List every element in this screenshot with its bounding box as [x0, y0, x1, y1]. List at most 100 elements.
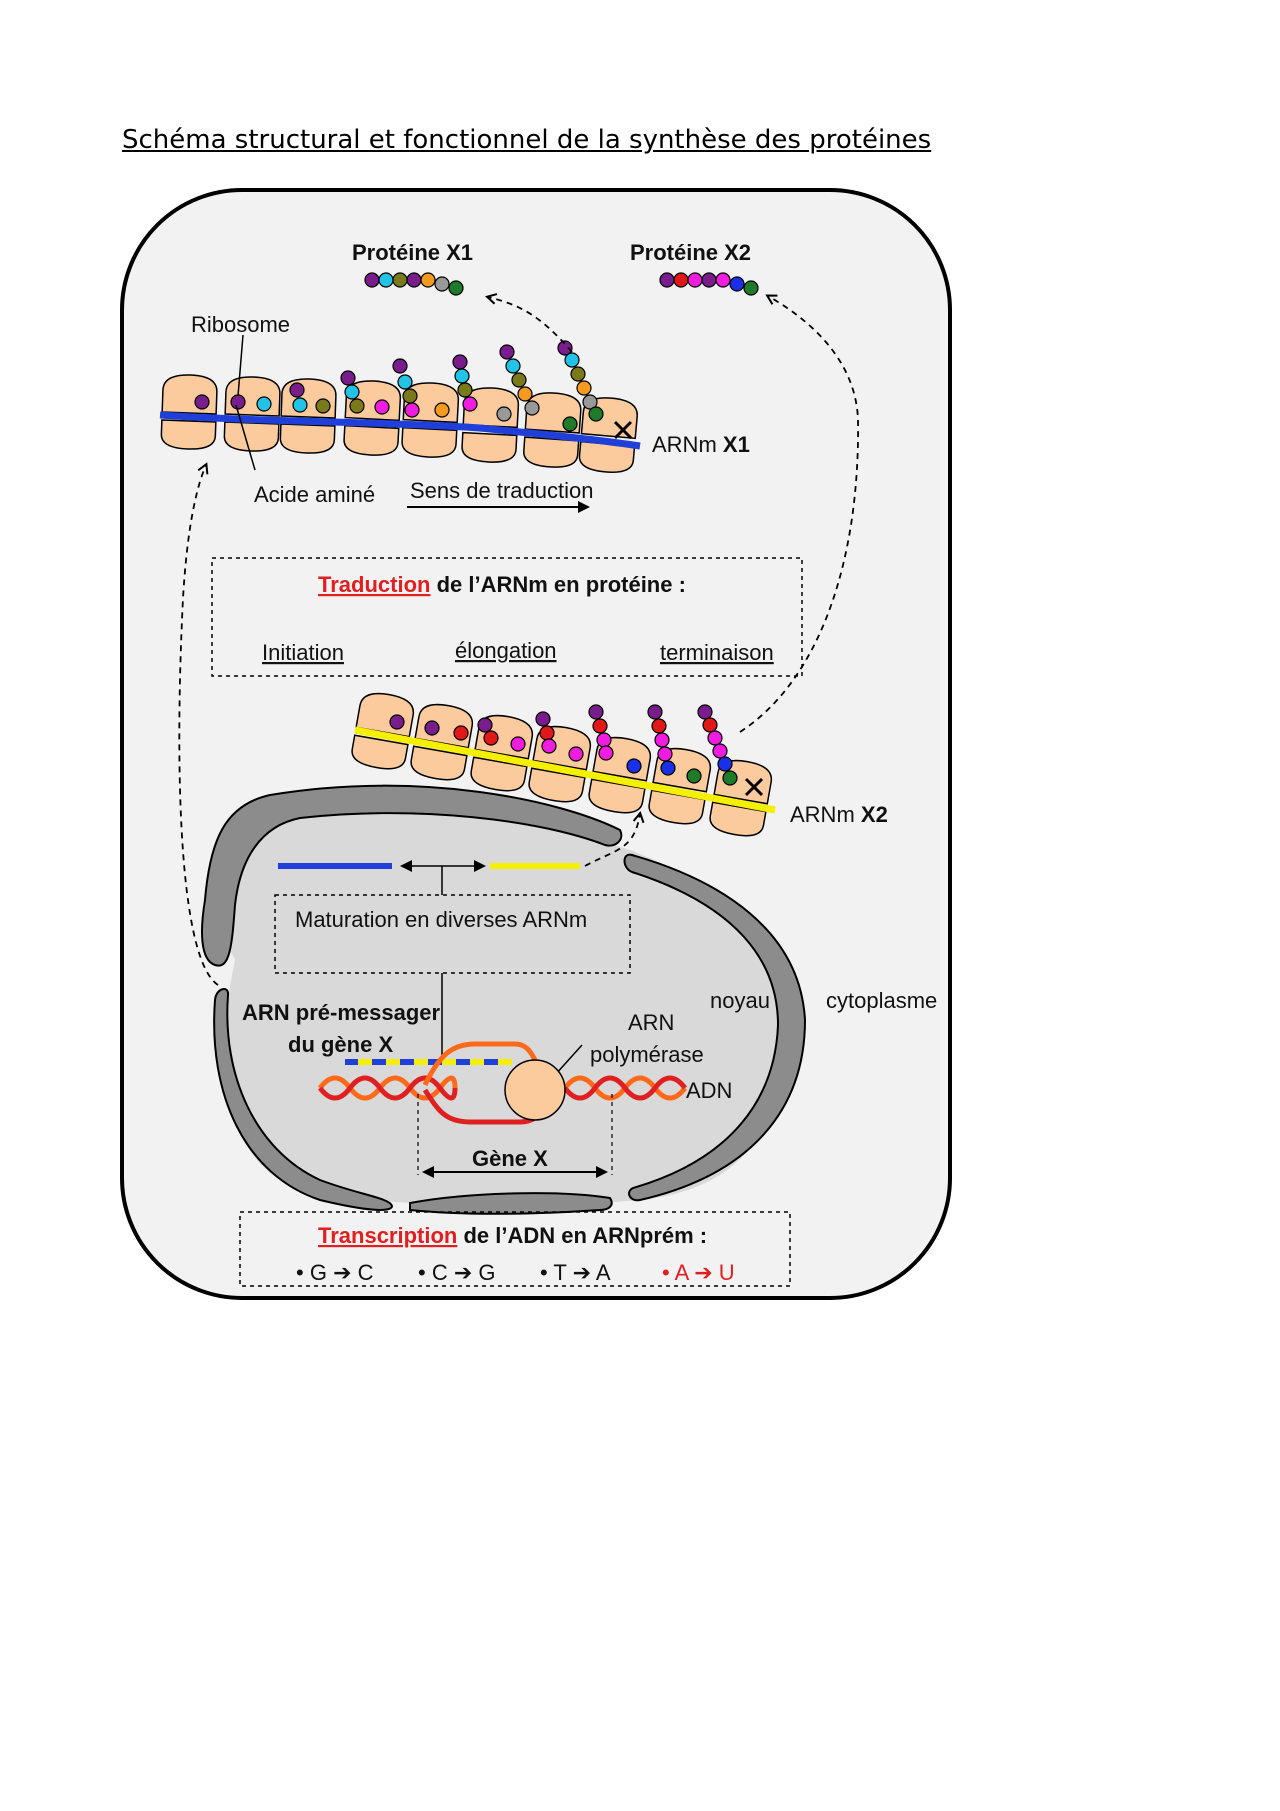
amino-acid: [647, 704, 663, 720]
amino-acid: [701, 272, 717, 288]
stop-codon-x1-icon: [613, 420, 633, 440]
amino-acid: [707, 730, 723, 746]
amino-acid: [654, 732, 670, 748]
mrna-x1-ribosomes: [159, 340, 641, 473]
amino-acid: [230, 394, 246, 410]
amino-acid: [389, 714, 405, 730]
amino-acid: [511, 372, 527, 388]
translation-step-initiation: Initiation: [262, 640, 344, 665]
amino-acid: [510, 736, 526, 752]
polymerase-pointer: [554, 1044, 583, 1076]
amino-acid: [477, 717, 493, 733]
amino-acid: [588, 406, 604, 422]
nucleus-label: noyau: [710, 988, 770, 1013]
maturation-label: Maturation en diverses ARNm: [295, 907, 587, 932]
translation-direction-label: Sens de traduction: [410, 478, 593, 503]
amino-acid: [626, 758, 642, 774]
amino-acid: [483, 730, 499, 746]
amino-acid: [448, 280, 464, 296]
amino-acid: [539, 725, 555, 741]
amino-acid: [462, 396, 478, 412]
amino-acid: [541, 738, 557, 754]
mrna-x1-strand: [159, 411, 641, 450]
nuclear-envelope-left: [213, 988, 394, 1211]
ribosome: [351, 692, 415, 770]
pair-a-u: • A ➔ U: [662, 1260, 735, 1285]
dna-label: ADN: [686, 1078, 732, 1103]
amino-acid: [404, 402, 420, 418]
amino-acid: [659, 272, 675, 288]
gene-label: Gène X: [472, 1146, 548, 1171]
amino-acid: [434, 402, 450, 418]
amino-acid: [588, 704, 604, 720]
amino-acid: [592, 718, 608, 734]
amino-acid: [424, 720, 440, 736]
amino-acid: [454, 368, 470, 384]
amino-acid: [702, 717, 718, 733]
amino-acid: [596, 732, 612, 748]
amino-acid: [557, 340, 573, 356]
amino-acid: [457, 382, 473, 398]
amino-acid: [402, 388, 418, 404]
amino-acid: [453, 725, 469, 741]
amino-acid: [256, 396, 272, 412]
protein-x2-chain: [659, 272, 759, 296]
amino-acid: [687, 272, 703, 288]
amino-acid: [499, 344, 515, 360]
ribosome-pointer: [237, 334, 244, 397]
nuclear-envelope-right: [623, 853, 807, 1202]
amino-acid: [535, 711, 551, 727]
export-arrow-x2: [584, 814, 640, 867]
amino-acid: [582, 394, 598, 410]
ribosome: [588, 736, 652, 814]
protein-x2-label: Protéine X2: [630, 240, 751, 265]
nucleus-interior: [216, 795, 792, 1206]
stop-codon-x2-icon: [744, 777, 764, 797]
polymerase-label-line2: polymérase: [590, 1042, 704, 1067]
translation-step-elongation: élongation: [455, 638, 557, 663]
amino-acid: [712, 743, 728, 759]
amino-acid: [340, 370, 356, 386]
release-arrow-x1: [488, 297, 573, 353]
amino-acid-pointer: [235, 404, 256, 471]
amino-acid: [392, 272, 408, 288]
ribosome: [279, 378, 337, 454]
amino-acid: [406, 272, 422, 288]
pair-g-c: • G ➔ C: [296, 1260, 374, 1285]
amino-acid: [378, 272, 394, 288]
mrna-x2-ribosomes: [351, 692, 776, 837]
nuclear-envelope-bottom: [409, 1192, 613, 1215]
protein-x1-chain: [364, 272, 464, 296]
amino-acid: [505, 358, 521, 374]
amino-acid: [673, 272, 689, 288]
amino-acid: [420, 272, 436, 288]
amino-acid: [392, 358, 408, 374]
export-arrow-x1: [178, 465, 219, 986]
amino-acid: [570, 366, 586, 382]
amino-acid: [743, 280, 759, 296]
amino-acid: [434, 276, 450, 292]
amino-acid: [292, 397, 308, 413]
page-title: Schéma structural et fonctionnel de la s…: [122, 125, 932, 155]
amino-acid: [697, 704, 713, 720]
base-pairing-rules: • G ➔ C • C ➔ G • T ➔ A • A ➔ U: [296, 1260, 735, 1285]
mrna-x1-label: ARNm X1: [652, 432, 750, 457]
amino-acid: [657, 746, 673, 762]
polymerase-label-line1: ARN: [628, 1010, 674, 1035]
ribosome: [223, 376, 281, 452]
amino-acid: [349, 398, 365, 414]
nuclear-envelope-top: [201, 784, 623, 967]
amino-acid: [194, 394, 210, 410]
pair-c-g: • C ➔ G: [418, 1260, 496, 1285]
mrna-x2-strand: [354, 726, 776, 814]
amino-acid: [564, 352, 580, 368]
amino-acid: [289, 382, 305, 398]
amino-acid: [496, 406, 512, 422]
pre-mrna-label-line1: ARN pré-messager: [242, 1000, 441, 1025]
amino-acid: [397, 374, 413, 390]
amino-acid: [517, 386, 533, 402]
mrna-x2-label: ARNm X2: [790, 802, 888, 827]
ribosome-label: Ribosome: [191, 312, 290, 337]
dna-double-helix: [318, 1075, 687, 1101]
amino-acid: [686, 768, 702, 784]
